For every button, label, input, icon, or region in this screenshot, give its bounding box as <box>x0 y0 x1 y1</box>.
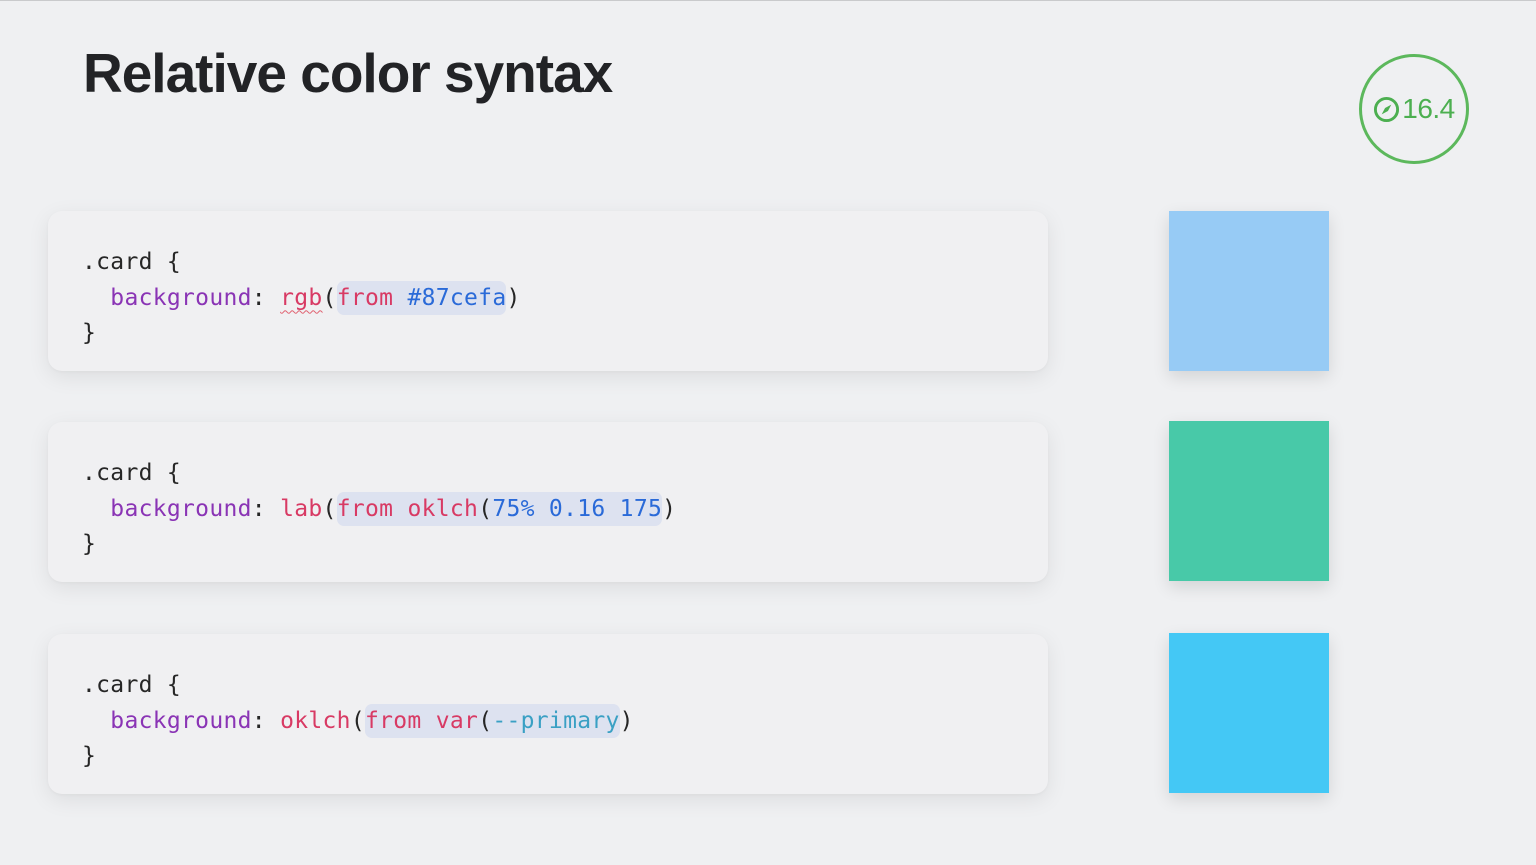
css-property: background <box>110 707 252 734</box>
code-block: .card { background: rgb(from #87cefa) } <box>82 245 1048 352</box>
origin-highlight: from #87cefa <box>336 280 507 315</box>
css-property: background <box>110 495 252 522</box>
css-colon: : <box>251 495 281 522</box>
from-keyword: from <box>336 495 394 522</box>
safari-version-badge: 16.4 <box>1359 54 1469 164</box>
color-swatch-oklch <box>1169 633 1329 793</box>
code-block: .card { background: lab(from oklch(75% 0… <box>82 456 1048 563</box>
closing-brace: } <box>82 743 97 769</box>
from-keyword: from <box>336 284 394 311</box>
paren-open: ( <box>322 495 337 522</box>
css-function: oklch <box>280 707 351 734</box>
origin-color: #87cefa <box>407 284 507 311</box>
css-function: rgb <box>280 284 323 311</box>
paren-close: ) <box>662 495 677 522</box>
safari-version: 16.4 <box>1402 93 1455 124</box>
css-selector: .card { <box>82 249 182 275</box>
from-keyword: from <box>364 707 422 734</box>
paren-close: ) <box>619 707 634 734</box>
closing-brace: } <box>82 320 97 346</box>
paren-open: ( <box>322 284 337 311</box>
slide-title: Relative color syntax <box>83 42 613 104</box>
origin-paren-open: ( <box>478 495 493 522</box>
css-selector: .card { <box>82 460 182 486</box>
code-card-rgb: .card { background: rgb(from #87cefa) } <box>48 211 1048 371</box>
origin-variable: --primary <box>492 707 620 734</box>
code-card-oklch: .card { background: oklch(from var(--pri… <box>48 634 1048 794</box>
css-selector: .card { <box>82 672 182 698</box>
origin-function: var <box>435 707 479 734</box>
code-card-lab: .card { background: lab(from oklch(75% 0… <box>48 422 1048 582</box>
css-function: lab <box>280 495 323 522</box>
css-property: background <box>110 284 252 311</box>
origin-highlight: from var(--primary <box>364 703 620 738</box>
paren-open: ( <box>350 707 365 734</box>
safari-compass-icon <box>1374 96 1400 122</box>
color-swatch-lab <box>1169 421 1329 581</box>
color-swatch-rgb <box>1169 211 1329 371</box>
css-colon: : <box>251 284 281 311</box>
origin-function: oklch <box>407 495 479 522</box>
origin-values: 75% 0.16 175 <box>492 495 663 522</box>
origin-highlight: from oklch(75% 0.16 175 <box>336 491 663 526</box>
code-block: .card { background: oklch(from var(--pri… <box>82 668 1048 775</box>
paren-close: ) <box>506 284 521 311</box>
closing-brace: } <box>82 531 97 557</box>
origin-paren-open: ( <box>478 707 493 734</box>
top-border <box>0 0 1536 1</box>
css-colon: : <box>251 707 281 734</box>
